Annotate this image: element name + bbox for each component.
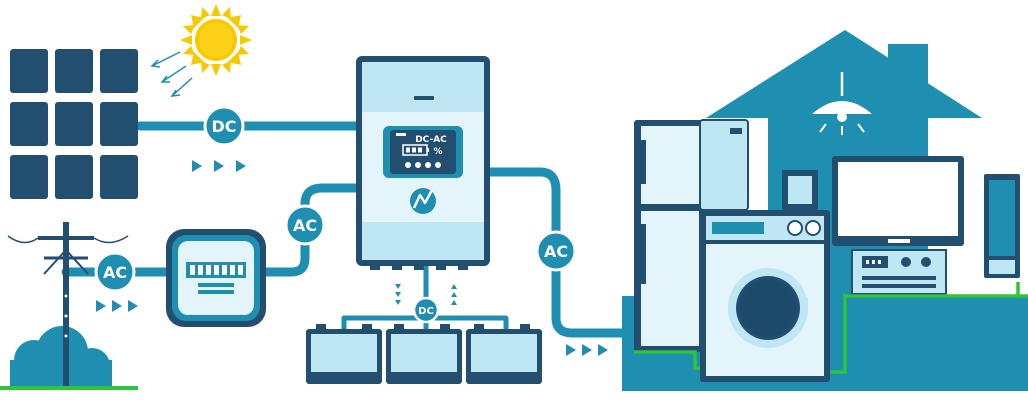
green-wiring-lines — [634, 282, 1028, 374]
washing-machine-icon — [700, 210, 830, 382]
sun-icon — [180, 4, 252, 76]
battery-level-icon — [402, 144, 429, 156]
stereo-icon — [851, 249, 947, 295]
cloud-icon — [10, 326, 112, 386]
power-pole-icon — [7, 222, 129, 388]
load-ac-label: AC — [544, 242, 568, 261]
meter-ac-badge: AC — [284, 204, 326, 246]
battery-icon — [466, 324, 542, 384]
ground-strip-right — [622, 388, 1028, 391]
inverter-percent-label: % — [433, 147, 442, 157]
flow-arrow-icon — [96, 300, 138, 312]
inverter-screen: DC-AC % — [383, 126, 463, 178]
flow-arrow-icon — [566, 344, 608, 356]
grid-ac-label: AC — [103, 263, 127, 282]
meter-ac-label: AC — [293, 216, 317, 235]
ceiling-lamp-icon — [812, 72, 872, 135]
flow-arrow-icon — [395, 284, 457, 305]
refrigerator-icon — [634, 120, 704, 352]
solar-dc-badge: DC — [203, 105, 245, 147]
battery-dc-badge: DC — [412, 296, 440, 324]
lightning-logo-icon — [410, 188, 436, 214]
battery-icon — [386, 324, 462, 384]
inverter-mode-label: DC-AC — [415, 135, 447, 145]
speaker-icon — [984, 174, 1020, 278]
grid-ac-badge: AC — [94, 251, 136, 293]
speaker-icon — [782, 170, 818, 210]
battery-dc-label: DC — [418, 306, 434, 317]
solar-dc-label: DC — [211, 117, 236, 136]
connection-lines — [61, 121, 635, 338]
load-ac-badge: AC — [535, 230, 577, 272]
solar-panel-icon — [10, 49, 138, 199]
television-icon — [832, 156, 964, 246]
microwave-icon — [699, 119, 749, 211]
energy-meter-icon — [166, 229, 266, 327]
flow-arrow-icon — [192, 160, 246, 172]
inverter-icon: DC-AC % — [356, 56, 490, 270]
battery-icon — [306, 324, 382, 384]
ground-grass-left — [0, 386, 138, 390]
sun-ray-arrows — [150, 51, 193, 97]
